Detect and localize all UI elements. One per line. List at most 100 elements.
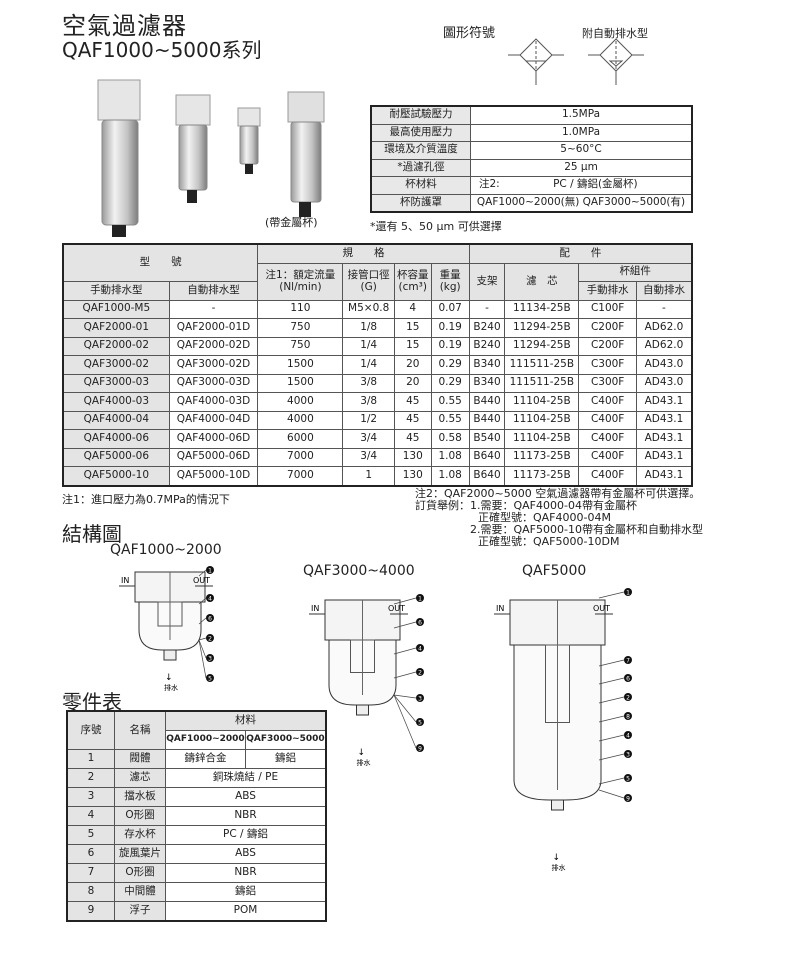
callout-marker — [416, 668, 424, 676]
header-m1: QAF1000~2000 — [165, 730, 246, 750]
auto-drain-label: 附自動排水型 — [582, 27, 648, 40]
series-title: QAF1000~5000系列 — [62, 38, 262, 62]
callout-marker — [206, 614, 214, 622]
note-2-line: 注2：QAF2000~5000 空氣過濾器帶有金屬杯可供選擇。 — [415, 487, 701, 500]
callout-line — [598, 753, 625, 761]
spec-label: 杯材料 — [370, 176, 471, 195]
callout-number: 4 — [626, 733, 630, 740]
table-cell: C400F — [578, 466, 637, 486]
table-cell: QAF2000-02D — [168, 336, 259, 356]
callout-line — [598, 789, 625, 799]
in-label: IN — [121, 576, 129, 585]
table-cell: 3/8 — [342, 373, 395, 393]
spec-value: 5~60°C — [470, 141, 693, 160]
part-name: O形圈 — [114, 806, 166, 826]
callout-number: 2 — [626, 695, 630, 702]
table-cell: C200F — [578, 336, 637, 356]
spec-value: QAF1000~2000(無) QAF3000~5000(有) — [470, 193, 693, 213]
table-cell: 20 — [393, 355, 432, 375]
callout-number: 5 — [418, 720, 422, 727]
part-no: 9 — [66, 901, 115, 922]
table-cell: 0.07 — [430, 299, 470, 319]
callout-marker — [206, 594, 214, 602]
part-material: ABS — [165, 844, 327, 864]
table-cell: B640 — [468, 466, 506, 486]
spec-label: 環境及介質溫度 — [370, 141, 471, 160]
metal-cup-caption: (帶金屬杯) — [265, 216, 318, 229]
spec-row: 杯材料注2:PC / 鑄鋁(金屬杯) — [370, 176, 693, 195]
diagram-title: QAF3000~4000 — [303, 563, 415, 579]
diagram-title: QAF1000~2000 — [110, 542, 222, 558]
table-cell: 45 — [393, 410, 432, 430]
part-no: 7 — [66, 863, 115, 883]
out-label: OUT — [593, 604, 610, 613]
table-cell: 0.29 — [430, 373, 470, 393]
note-2: 注2：QAF2000~5000 空氣過濾器帶有金屬杯可供選擇。 訂貨舉例：1.需… — [415, 488, 703, 548]
callout-number: 5 — [626, 776, 630, 783]
callout-number: 5 — [208, 676, 212, 683]
part-no: 4 — [66, 806, 115, 826]
spec-label: 最高使用壓力 — [370, 123, 471, 142]
part-no: 5 — [66, 825, 115, 845]
callout-number: 4 — [208, 596, 212, 603]
table-cell: 6000 — [257, 429, 344, 449]
table-cell: 4000 — [257, 410, 344, 430]
header-name: 名稱 — [114, 710, 166, 750]
callout-line — [198, 637, 207, 641]
table-cell: 11104-25B — [504, 410, 580, 430]
note-2-line: 訂貨舉例：1.需要：QAF4000-04帶有金屬杯 — [415, 499, 637, 512]
callout-number: 9 — [626, 796, 630, 803]
callout-line — [198, 597, 207, 605]
table-cell: B240 — [468, 336, 506, 356]
table-cell: 4 — [393, 299, 432, 319]
table-cell: 0.19 — [430, 318, 470, 338]
table-cell: AD43.1 — [635, 466, 693, 486]
table-cell: AD43.1 — [635, 410, 693, 430]
table-cell: QAF5000-06 — [62, 447, 170, 467]
table-cell: QAF4000-04 — [62, 410, 170, 430]
callout-number: 7 — [626, 658, 630, 665]
part-name: 中間體 — [114, 882, 166, 902]
callout-line — [393, 621, 417, 629]
table-cell: 1.08 — [430, 466, 470, 486]
table-cell: QAF2000-02 — [62, 336, 170, 356]
callout-marker — [624, 674, 632, 682]
part-no: 1 — [66, 749, 115, 769]
table-cell: QAF5000-10D — [168, 466, 259, 486]
table-cell: 111511-25B — [504, 355, 580, 375]
part-material: PC / 鑄鋁 — [165, 825, 327, 845]
callout-marker — [624, 588, 632, 596]
part-no: 3 — [66, 787, 115, 807]
callout-number: 4 — [418, 646, 422, 653]
table-cell: C400F — [578, 429, 637, 449]
part-material: 鑄鋅合金 — [165, 749, 246, 769]
in-label: IN — [496, 604, 504, 613]
table-cell: QAF2000-01 — [62, 318, 170, 338]
table-cell: 11173-25B — [504, 466, 580, 486]
callout-marker — [416, 694, 424, 702]
spec-value: 25 µm — [470, 158, 693, 177]
out-label: OUT — [193, 576, 210, 585]
header-auto: 自動排水型 — [168, 281, 259, 301]
table-cell: 750 — [257, 318, 344, 338]
table-cell: 110 — [257, 299, 344, 319]
callout-line — [393, 694, 417, 699]
table-cell: 7000 — [257, 447, 344, 467]
spec-value: 注2:PC / 鑄鋁(金屬杯) — [470, 176, 693, 195]
part-material: POM — [165, 901, 327, 922]
table-cell: 45 — [393, 429, 432, 449]
callout-number: 1 — [208, 568, 212, 575]
part-name: O形圈 — [114, 863, 166, 883]
filter-symbol-icon — [508, 38, 564, 85]
callout-marker — [624, 656, 632, 664]
table-cell: B340 — [468, 373, 506, 393]
